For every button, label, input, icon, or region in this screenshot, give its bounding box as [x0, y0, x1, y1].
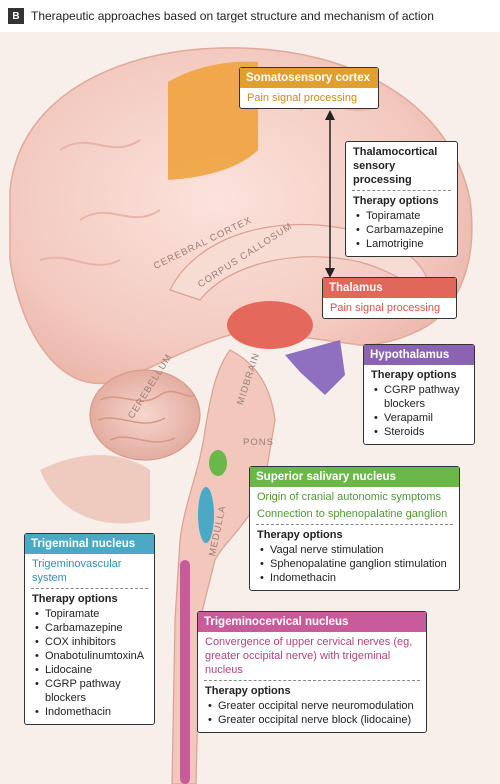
superior-salivary-subtitle-2: Connection to sphenopalatine ganglion	[257, 508, 448, 520]
divider	[31, 588, 148, 589]
trigeminocervical-nucleus-shape	[180, 560, 190, 784]
therapy-list: Topiramate Carbamazepine COX inhibitors …	[25, 607, 154, 724]
therapy-item: Vagal nerve stimulation	[260, 543, 452, 557]
somatosensory-subtitle: Pain signal processing	[247, 92, 358, 104]
therapy-item: Topiramate	[356, 209, 450, 223]
therapy-item: Lamotrigine	[356, 237, 450, 251]
therapy-item: Greater occipital nerve block (lidocaine…	[208, 713, 419, 727]
somatosensory-cortex-box: Somatosensory cortex Pain signal process…	[239, 67, 379, 109]
hypothalamus-shape	[285, 340, 345, 395]
therapy-options-title: Therapy options	[353, 195, 439, 207]
trigeminal-nucleus-shape	[198, 487, 214, 543]
divider	[204, 680, 420, 681]
therapy-item: CGRP pathway blockers	[35, 677, 147, 705]
somatosensory-header: Somatosensory cortex	[240, 68, 378, 88]
therapy-item: Carbamazepine	[356, 223, 450, 237]
therapy-item: OnabotulinumtoxinA	[35, 649, 147, 663]
therapy-item: Sphenopalatine ganglion stimulation	[260, 557, 452, 571]
superior-salivary-nucleus-shape	[209, 450, 227, 476]
thalamus-shape	[227, 301, 313, 349]
thalamus-header: Thalamus	[323, 278, 456, 298]
therapy-options-title: Therapy options	[371, 369, 457, 381]
therapy-list: Topiramate Carbamazepine Lamotrigine	[346, 209, 457, 256]
therapy-options-title: Therapy options	[32, 593, 118, 605]
superior-salivary-nucleus-box: Superior salivary nucleus Origin of cran…	[249, 466, 460, 591]
therapy-item: CGRP pathway blockers	[374, 383, 467, 411]
therapy-item: Indomethacin	[260, 571, 452, 585]
thalamus-box: Thalamus Pain signal processing	[322, 277, 457, 319]
therapy-item: Greater occipital nerve neuromodulation	[208, 699, 419, 713]
therapy-item: Topiramate	[35, 607, 147, 621]
somatosensory-region	[168, 61, 258, 181]
therapy-item: Verapamil	[374, 411, 467, 425]
divider	[352, 190, 451, 191]
therapy-list: Greater occipital nerve neuromodulation …	[198, 699, 426, 732]
panel-letter: B	[8, 8, 24, 24]
hypothalamus-box: Hypothalamus Therapy options CGRP pathwa…	[363, 344, 475, 445]
hypothalamus-header: Hypothalamus	[364, 345, 474, 365]
trigeminal-nucleus-box: Trigeminal nucleus Trigeminovascular sys…	[24, 533, 155, 725]
therapy-list: Vagal nerve stimulation Sphenopalatine g…	[250, 543, 459, 590]
trigeminal-subtitle: Trigeminovascular system	[32, 558, 122, 584]
figure-header: B Therapeutic approaches based on target…	[0, 0, 500, 32]
therapy-item: Carbamazepine	[35, 621, 147, 635]
thalamocortical-box: Thalamocortical sensory processing Thera…	[345, 141, 458, 257]
thalamocortical-subtitle: Thalamocortical sensory processing	[353, 146, 438, 186]
thalamus-subtitle: Pain signal processing	[330, 302, 441, 314]
label-pons: PONS	[243, 437, 274, 448]
trigeminocervical-header: Trigeminocervical nucleus	[198, 612, 426, 632]
figure-title: Therapeutic approaches based on target s…	[31, 9, 434, 23]
divider	[256, 524, 453, 525]
therapy-options-title: Therapy options	[205, 685, 291, 697]
therapy-item: Steroids	[374, 425, 467, 439]
therapy-list: CGRP pathway blockers Verapamil Steroids	[364, 383, 474, 444]
trigeminal-header: Trigeminal nucleus	[25, 534, 154, 554]
superior-salivary-subtitle-1: Origin of cranial autonomic symptoms	[257, 491, 442, 503]
trigeminocervical-subtitle: Convergence of upper cervical nerves (eg…	[205, 636, 413, 676]
therapy-options-title: Therapy options	[257, 529, 343, 541]
therapy-item: Indomethacin	[35, 705, 147, 719]
trigeminocervical-nucleus-box: Trigeminocervical nucleus Convergence of…	[197, 611, 427, 733]
superior-salivary-header: Superior salivary nucleus	[250, 467, 459, 487]
therapy-item: Lidocaine	[35, 663, 147, 677]
therapy-item: COX inhibitors	[35, 635, 147, 649]
